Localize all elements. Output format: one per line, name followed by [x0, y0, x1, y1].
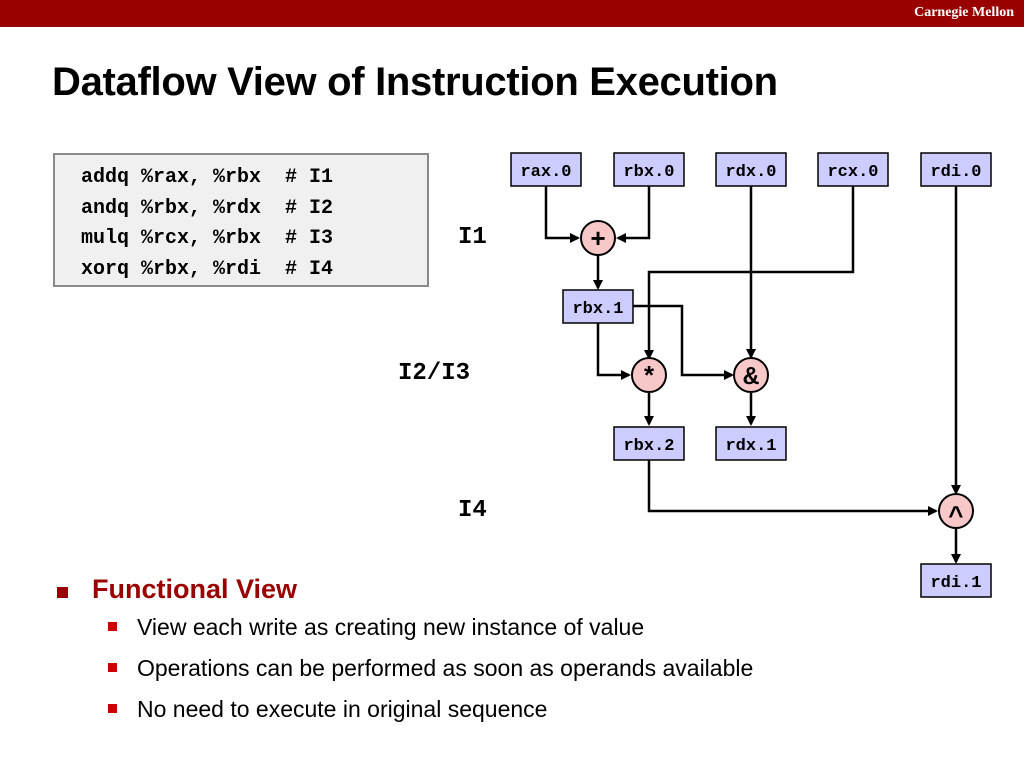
register-rbx-2: rbx.2 — [613, 426, 685, 461]
sub-bullet-text: Operations can be performed as soon as o… — [137, 655, 754, 681]
operator-symbol: ^ — [948, 502, 964, 532]
register-label: rdx.1 — [725, 437, 776, 456]
register-label: rcx.0 — [827, 163, 878, 182]
register-label: rax.0 — [520, 163, 571, 182]
register-label: rdi.1 — [930, 574, 981, 593]
register-label: rbx.0 — [623, 163, 674, 182]
code-line: addq %rax, %rbx # I1 — [81, 166, 334, 189]
stage-label-i2-i3: I2/I3 — [398, 360, 471, 387]
operator-mul: * — [631, 357, 667, 393]
wires — [544, 186, 961, 564]
register-rdi-1: rdi.1 — [920, 563, 992, 598]
operator-add: + — [580, 220, 616, 256]
register-rbx-0: rbx.0 — [613, 152, 685, 187]
code-block: addq %rax, %rbx # I1 andq %rbx, %rdx # I… — [53, 153, 429, 287]
wire-rbx1-and — [633, 304, 734, 380]
brand-name: Carnegie Mellon — [914, 5, 1014, 20]
bullet-square-icon — [108, 704, 117, 713]
bullet-square-icon — [108, 663, 117, 672]
wire-rax0-add — [544, 186, 580, 243]
operator-symbol: & — [743, 362, 759, 392]
sub-bullet-text: View each write as creating new instance… — [137, 614, 645, 640]
operator-symbol: + — [590, 225, 606, 255]
register-label: rdi.0 — [930, 163, 981, 182]
bullet-square-icon — [108, 622, 117, 631]
register-rdx-0: rdx.0 — [715, 152, 787, 187]
register-rdx-1: rdx.1 — [715, 426, 787, 461]
bullet-heading-text: Functional View — [92, 574, 298, 604]
register-label: rbx.2 — [623, 437, 674, 456]
sub-bullet-text: No need to execute in original sequence — [137, 696, 548, 722]
code-line: andq %rbx, %rdx # I2 — [81, 196, 334, 220]
stage-label-i1: I1 — [458, 224, 487, 251]
register-rdi-0: rdi.0 — [920, 152, 992, 187]
bullet-square-icon — [57, 587, 68, 598]
operator-and: & — [733, 357, 769, 393]
wire-rbx0-add — [616, 186, 651, 243]
code-line: mulq %rcx, %rbx # I3 — [81, 227, 334, 250]
wire-rbx1-mul — [596, 323, 631, 380]
code-line: xorq %rbx, %rdi # I4 — [81, 257, 334, 281]
register-rbx-1: rbx.1 — [562, 289, 634, 324]
register-rax-0: rax.0 — [510, 152, 582, 187]
wire-rbx2-xor — [647, 460, 938, 516]
slide-title: Dataflow View of Instruction Execution — [52, 60, 778, 104]
stage-label-i4: I4 — [458, 497, 487, 524]
operator-symbol: * — [641, 363, 657, 393]
register-label: rbx.1 — [572, 300, 623, 319]
register-rcx-0: rcx.0 — [817, 152, 889, 187]
header-bar: Carnegie Mellon — [0, 0, 1024, 27]
operator-xor: ^ — [938, 493, 974, 532]
register-label: rdx.0 — [725, 163, 776, 182]
